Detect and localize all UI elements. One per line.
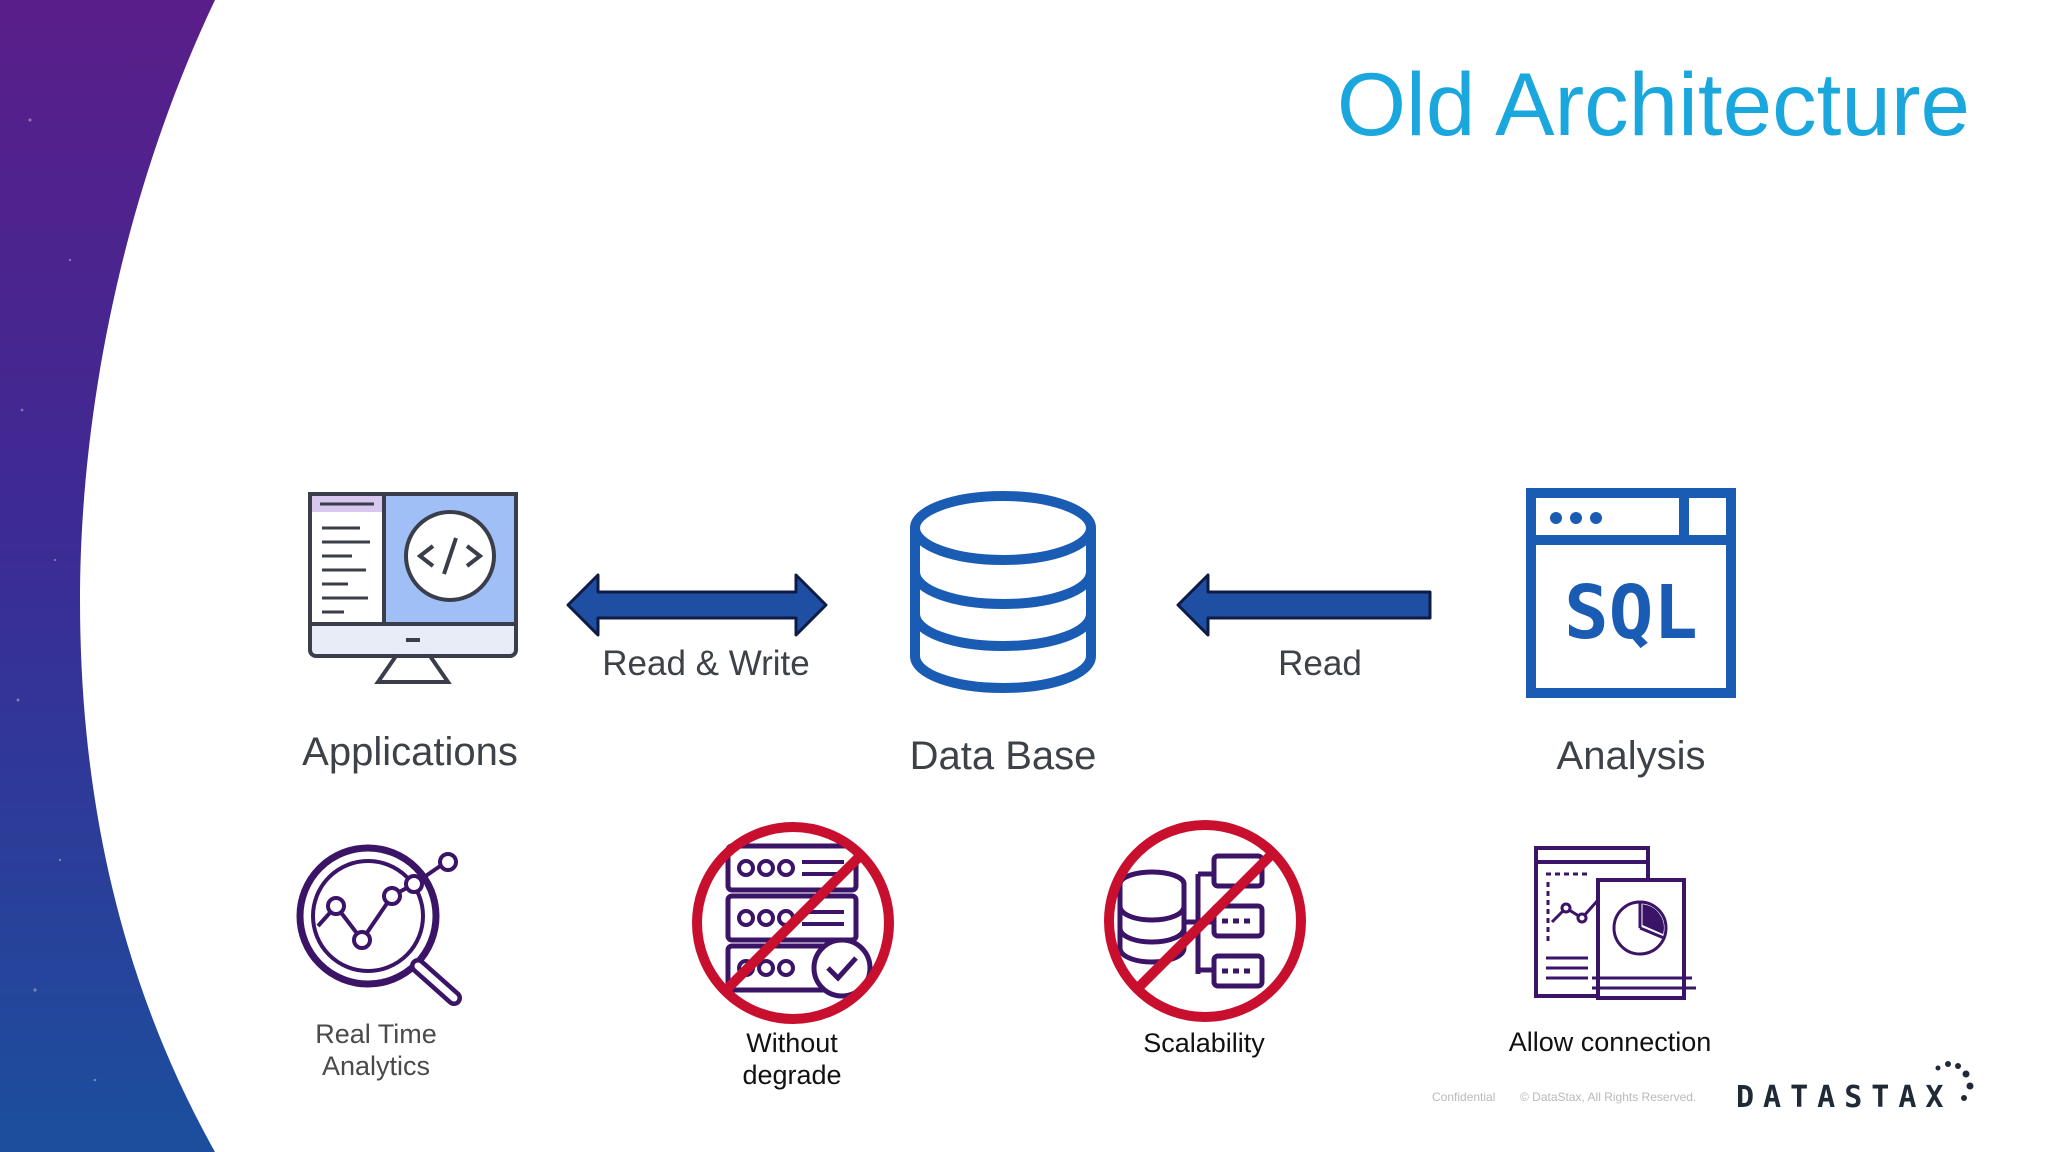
logo-dots-icon [1935, 1061, 1974, 1101]
footer-confidential: Confidential [1432, 1090, 1496, 1104]
prohibit-circle [1104, 820, 1306, 1022]
read-arrow [1176, 573, 1432, 637]
feature-label-scalability: Scalability [1104, 1027, 1304, 1059]
read-write-label: Read & Write [602, 644, 810, 683]
analysis-label: Analysis [1556, 734, 1706, 778]
feature-label-line: Real Time [315, 1019, 437, 1049]
feature-label-line: Analytics [321, 1051, 431, 1081]
prohibit-slash [1134, 850, 1276, 992]
prohibit-circle [692, 822, 894, 1024]
feature-label-realtime: Real Time Analytics [276, 1018, 476, 1082]
sql-glyph: SQL [1564, 570, 1698, 656]
server-check-icon [692, 822, 894, 1024]
prohibit-slash [722, 852, 864, 994]
database-label: Data Base [909, 734, 1097, 778]
feature-label-line: Allow connection [1508, 1027, 1712, 1057]
report-chart-icon [1534, 846, 1696, 1000]
page-title: Old Architecture [1336, 54, 1970, 154]
feature-label-connection: Allow connection [1480, 1026, 1740, 1058]
feature-label-line: Without [746, 1028, 838, 1058]
applications-label: Applications [302, 730, 518, 774]
datastax-logo: DATASTAX [1736, 1080, 1953, 1115]
feature-label-degrade: Without degrade [692, 1027, 892, 1091]
database-scale-icon [1104, 820, 1306, 1022]
feature-label-line: Scalability [1143, 1028, 1265, 1058]
analytics-magnifier-icon [296, 844, 462, 1006]
sql-window-icon: SQL [1526, 488, 1736, 698]
database-icon [910, 491, 1096, 694]
feature-label-line: degrade [742, 1060, 842, 1090]
bidirectional-arrow [566, 573, 828, 637]
footer-copyright: © DataStax, All Rights Reserved. [1520, 1090, 1697, 1104]
read-label: Read [1278, 644, 1362, 683]
code-monitor-icon [308, 492, 518, 684]
